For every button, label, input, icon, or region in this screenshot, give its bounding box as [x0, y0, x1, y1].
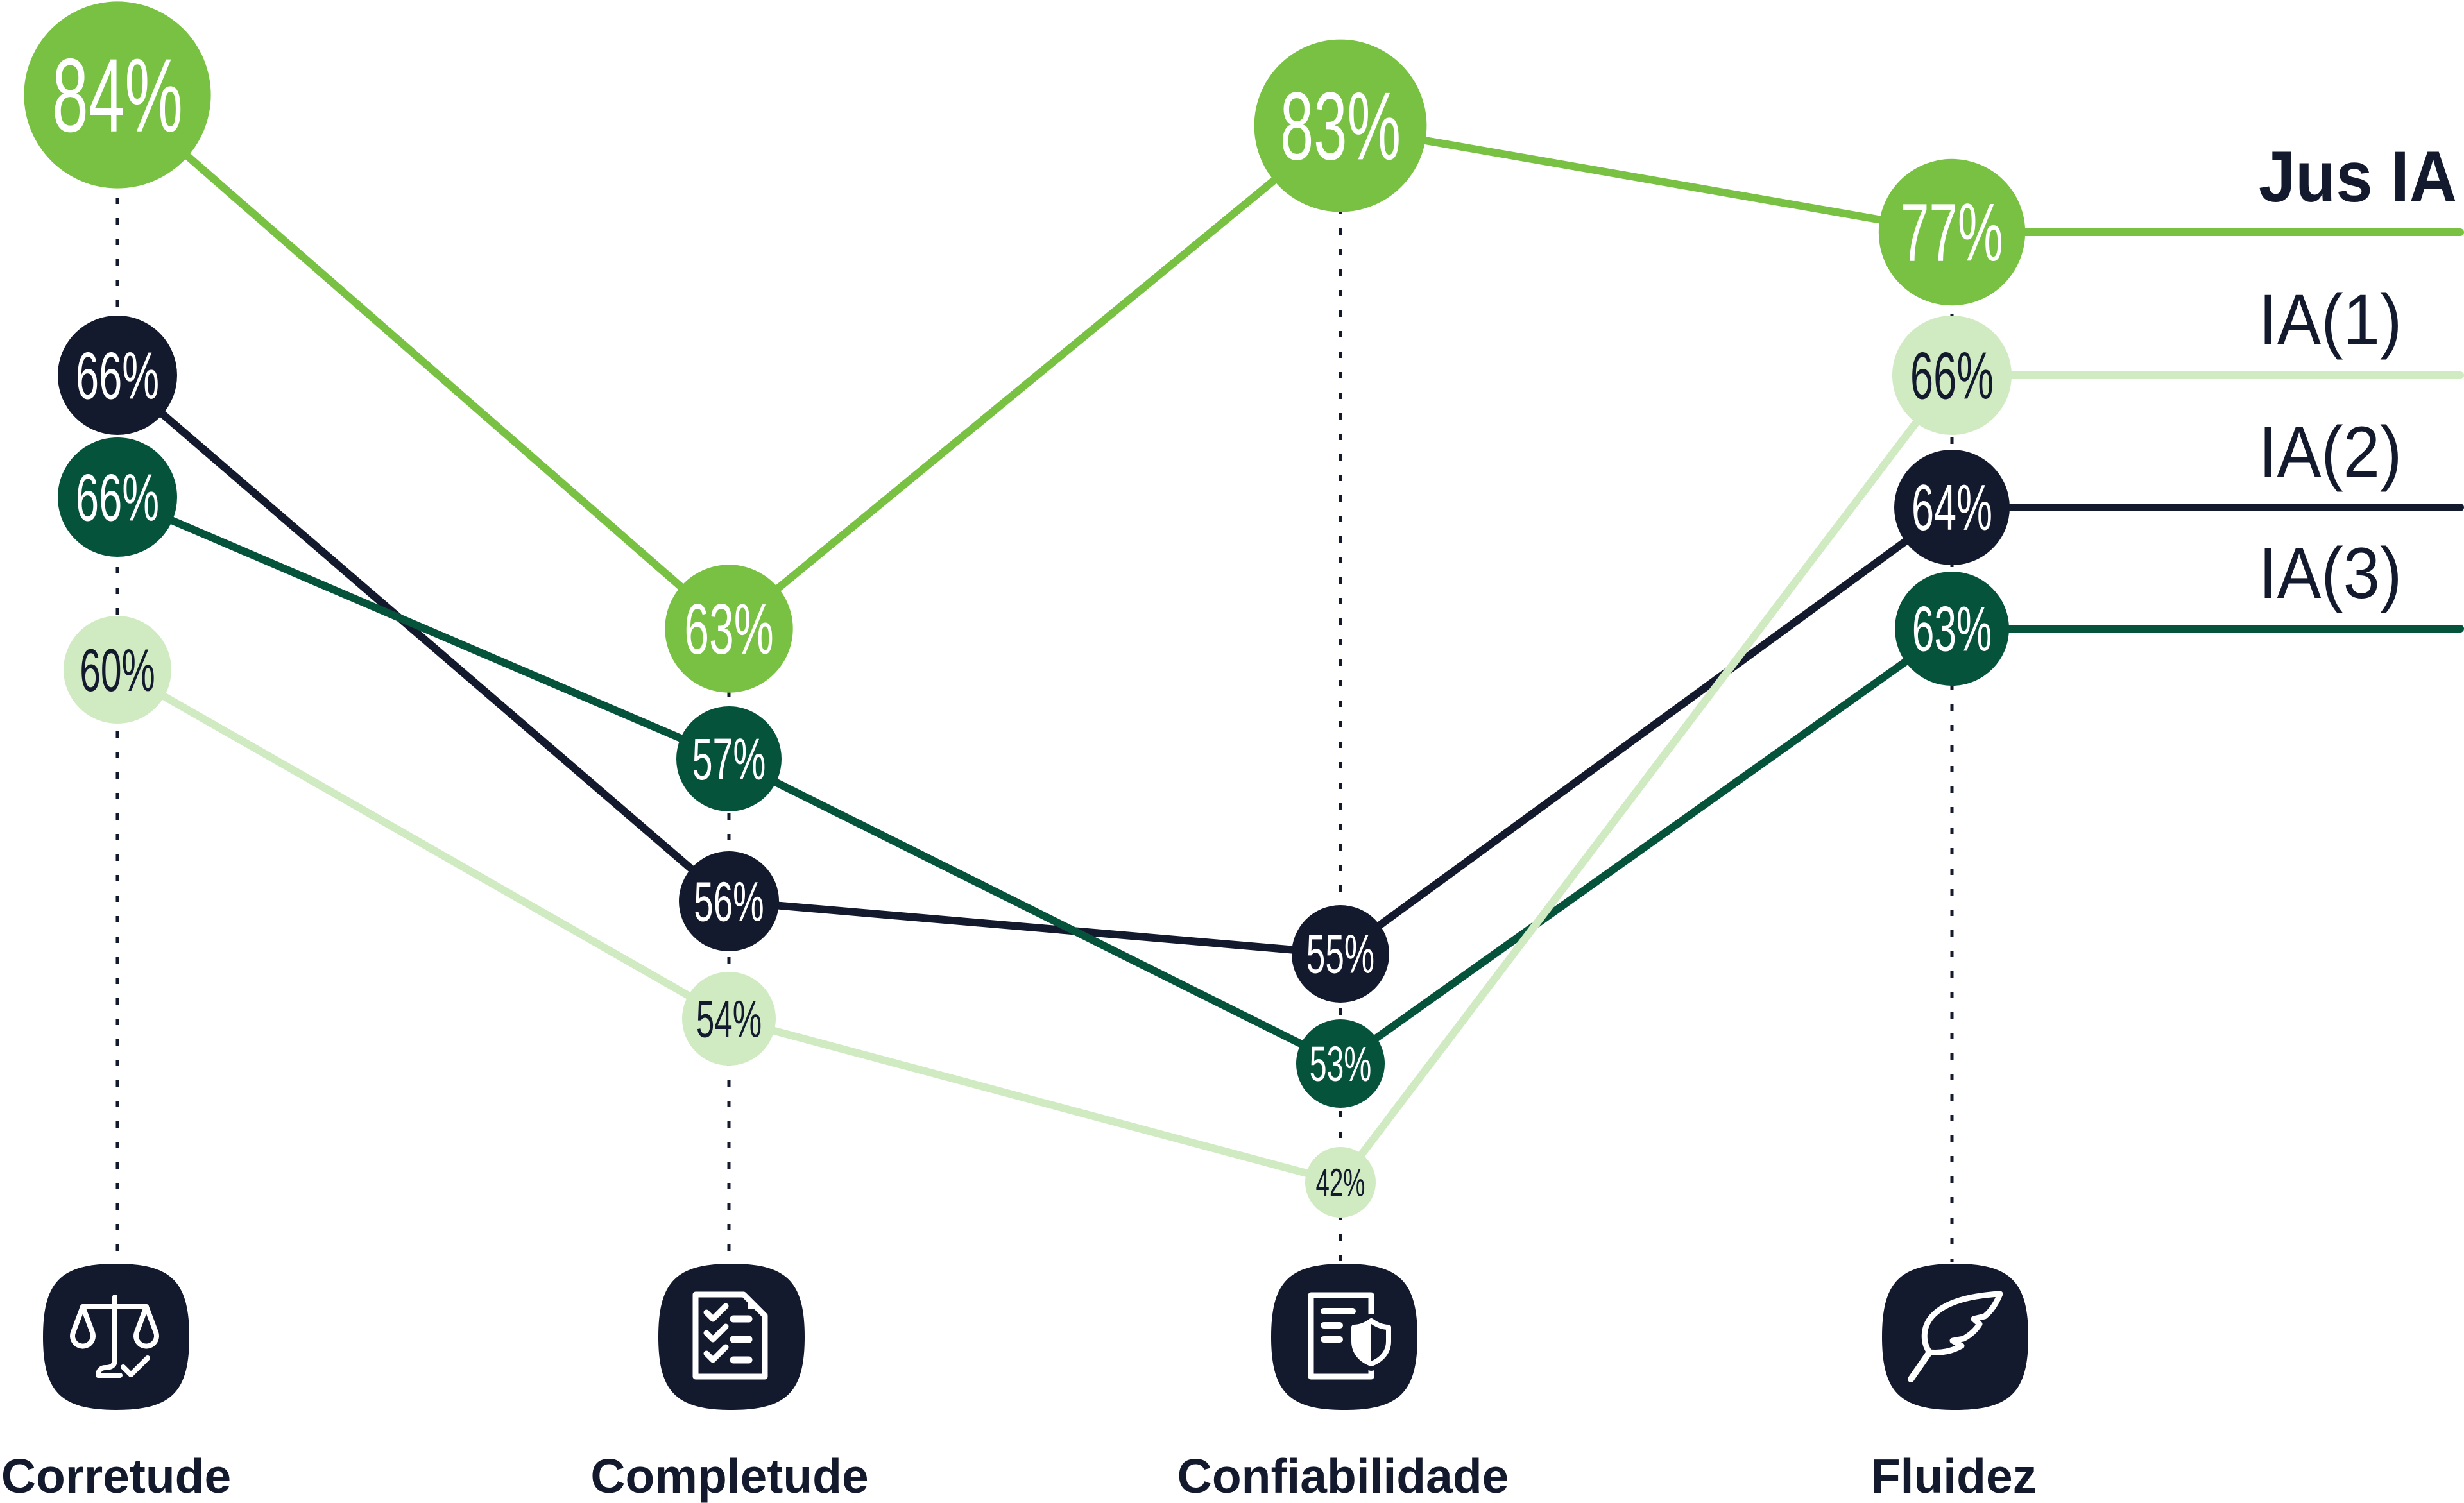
point-label-ia-1-fluidez: 66%: [1910, 339, 1994, 413]
legend: Jus IA IA(1) IA(2) IA(3): [2259, 137, 2457, 613]
legend-label-ia-2: IA(2): [2259, 412, 2402, 492]
icon-tile: [1271, 1264, 1417, 1410]
point-marker-ia-1-confiabilidade: [1305, 1147, 1376, 1218]
point-label-jus-ia-fluidez: 77%: [1901, 187, 2003, 279]
point-marker-ia-2-completude: [679, 851, 779, 951]
point-label-ia-2-fluidez: 64%: [1912, 472, 1992, 544]
feather-quill: [1908, 1349, 1933, 1382]
legend-label-jus-ia: Jus IA: [2259, 137, 2457, 217]
point-label-ia-2-corretude: 66%: [76, 339, 159, 413]
scale-left-pan: [70, 1304, 96, 1349]
point-marker-ia-2-corretude: [58, 316, 177, 435]
point-label-ia-2-confiabilidade: 55%: [1306, 924, 1374, 985]
point-label-ia-3-corretude: 66%: [76, 461, 159, 535]
point-marker-ia-2-fluidez: [1894, 450, 2010, 565]
point-label-ia-1-confiabilidade: 42%: [1316, 1161, 1365, 1205]
point-marker-jus-ia-confiabilidade: [1254, 39, 1427, 212]
document-lines: [1321, 1308, 1356, 1343]
point-marker-ia-3-fluidez: [1895, 572, 2009, 686]
point-marker-ia-1-corretude: [64, 616, 171, 724]
checklist-lines: [730, 1315, 753, 1364]
point-marker-ia-1-completude: [682, 972, 776, 1066]
point-label-ia-1-completude: 54%: [696, 990, 762, 1049]
point-marker-ia-2-confiabilidade: [1292, 905, 1389, 1003]
legend-label-ia-1: IA(1): [2259, 280, 2402, 360]
icon-tile: [1882, 1264, 2028, 1410]
category-label-fluidez: Fluidez: [1871, 1449, 2037, 1503]
point-marker-ia-1-fluidez: [1892, 316, 2012, 435]
category-label-corretude: Corretude: [1, 1449, 231, 1503]
shield-left-half: [1354, 1321, 1371, 1364]
scale-base: [96, 1357, 123, 1378]
point-label-jus-ia-corretude: 84%: [52, 37, 183, 154]
point-label-ia-3-confiabilidade: 53%: [1310, 1037, 1372, 1092]
checklist-document-icon: [692, 1291, 768, 1380]
document-shield-icon: [1308, 1292, 1396, 1380]
point-marker-ia-3-corretude: [58, 437, 177, 557]
series-lines: [114, 91, 2464, 1186]
point-label-ia-3-completude: 57%: [692, 727, 766, 792]
point-marker-jus-ia-fluidez: [1878, 158, 2026, 306]
document-outline: [692, 1291, 768, 1380]
category-icon-completude: [658, 1264, 805, 1410]
point-label-ia-3-fluidez: 63%: [1912, 594, 1992, 665]
data-points: 84% 63% 83% 77% 60% 54% 42% 66% 66% 56% 55% 64% 66% 5…: [24, 1, 2026, 1218]
feather-vane: [1921, 1291, 2003, 1355]
point-label-ia-2-completude: 56%: [694, 870, 764, 933]
series-line-ia-1: [114, 371, 2464, 1186]
point-label-jus-ia-confiabilidade: 83%: [1280, 72, 1401, 180]
point-label-jus-ia-completude: 63%: [684, 589, 774, 669]
legend-label-ia-3: IA(3): [2259, 533, 2402, 613]
category-icon-fluidez: [1882, 1264, 2028, 1410]
document-outline: [1308, 1292, 1374, 1380]
point-marker-ia-3-completude: [676, 706, 782, 811]
category-icon-confiabilidade: [1271, 1264, 1417, 1410]
series-line-ia-3: [114, 493, 2464, 1067]
category-axis: Corretude Completude Confiabilidade Flui…: [1, 1264, 2037, 1503]
scales-of-justice-check-icon: [70, 1295, 159, 1378]
point-marker-ia-3-confiabilidade: [1296, 1019, 1385, 1108]
document-fold: [748, 1301, 755, 1309]
point-label-ia-1-corretude: 60%: [80, 636, 155, 704]
point-marker-jus-ia-corretude: [24, 1, 211, 189]
check-mark: [121, 1355, 150, 1377]
scale-right-pan: [133, 1304, 159, 1349]
category-icon-corretude: [43, 1264, 189, 1410]
category-label-completude: Completude: [590, 1449, 868, 1503]
checklist-checks: [703, 1303, 729, 1363]
category-guide-lines: [116, 95, 1954, 1262]
point-marker-jus-ia-completude: [665, 565, 793, 693]
category-label-confiabilidade: Confiabilidade: [1177, 1449, 1509, 1503]
feather-quill-icon: [1908, 1291, 2003, 1382]
